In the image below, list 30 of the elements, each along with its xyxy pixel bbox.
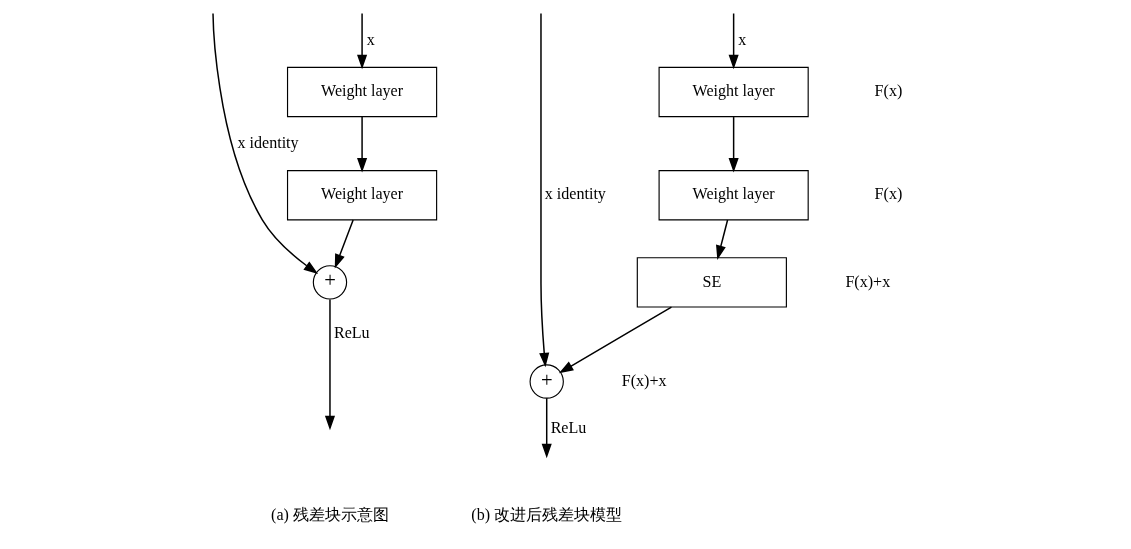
node-box: Weight layer xyxy=(658,170,809,221)
label: (a) 残差块示意图 xyxy=(270,505,389,523)
label: F(x) xyxy=(874,185,902,203)
arrow xyxy=(541,397,552,459)
node-box: Weight layer xyxy=(658,66,809,118)
node-box: Weight layer xyxy=(286,170,437,221)
edge-label: ReLu xyxy=(550,419,586,437)
node-box: Weight layer xyxy=(286,66,437,118)
label: (b) 改进后残差块模型 xyxy=(470,505,622,523)
arrow xyxy=(334,219,354,269)
arrow xyxy=(356,116,367,173)
arrow xyxy=(728,12,739,70)
edge-label: x xyxy=(737,30,746,48)
edge-label: x xyxy=(366,30,375,48)
arrow xyxy=(538,12,549,368)
arrow xyxy=(211,12,318,274)
arrow xyxy=(558,306,672,374)
arrow xyxy=(324,298,335,431)
label: F(x) xyxy=(874,82,902,100)
edge-label: x identity xyxy=(544,185,606,203)
arrow xyxy=(356,12,367,70)
edge-label: ReLu xyxy=(333,324,370,342)
node-box: SE xyxy=(636,257,787,308)
arrow xyxy=(715,219,728,260)
label: F(x)+x xyxy=(844,272,890,290)
node-circle: + xyxy=(529,364,564,399)
label: F(x)+x xyxy=(621,371,667,389)
edge-label: x identity xyxy=(237,133,299,151)
arrow xyxy=(728,116,739,173)
node-circle: + xyxy=(312,265,347,300)
